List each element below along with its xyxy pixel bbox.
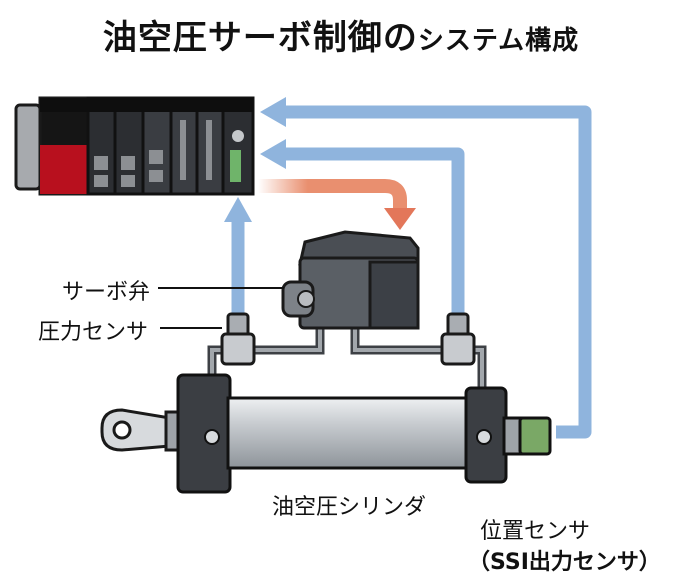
pressure-sensor-left xyxy=(220,312,256,366)
position-feedback-arrow xyxy=(282,105,592,439)
command-arrow xyxy=(258,179,416,230)
feedback-arrowheads xyxy=(224,97,286,222)
title-suffix: システム構成 xyxy=(417,26,580,56)
controller-plc xyxy=(14,96,255,196)
diagram-title: 油空圧サーボ制御のシステム構成 xyxy=(0,10,682,59)
feedback-arrows xyxy=(231,105,592,439)
arrowhead-icon xyxy=(384,208,416,230)
leader-lines xyxy=(158,287,284,329)
pressure-feedback-arrow-right xyxy=(282,147,465,315)
arrowhead-icon xyxy=(260,97,286,127)
servo-valve xyxy=(281,230,420,330)
arrowhead-icon xyxy=(260,139,286,169)
hydraulic-cylinder xyxy=(100,373,552,494)
pressure-sensor-right xyxy=(440,312,476,366)
arrowhead-icon xyxy=(224,197,252,222)
label-cylinder: 油空圧シリンダ xyxy=(272,495,427,520)
title-main: 油空圧サーボ制御の xyxy=(102,18,418,58)
label-position-sensor: 位置センサ xyxy=(480,519,591,544)
label-servo-valve: サーボ弁 xyxy=(62,280,151,305)
label-pressure-sensor: 圧力センサ xyxy=(38,320,149,345)
label-ssi-sensor: （SSI出力センサ） xyxy=(468,550,661,575)
